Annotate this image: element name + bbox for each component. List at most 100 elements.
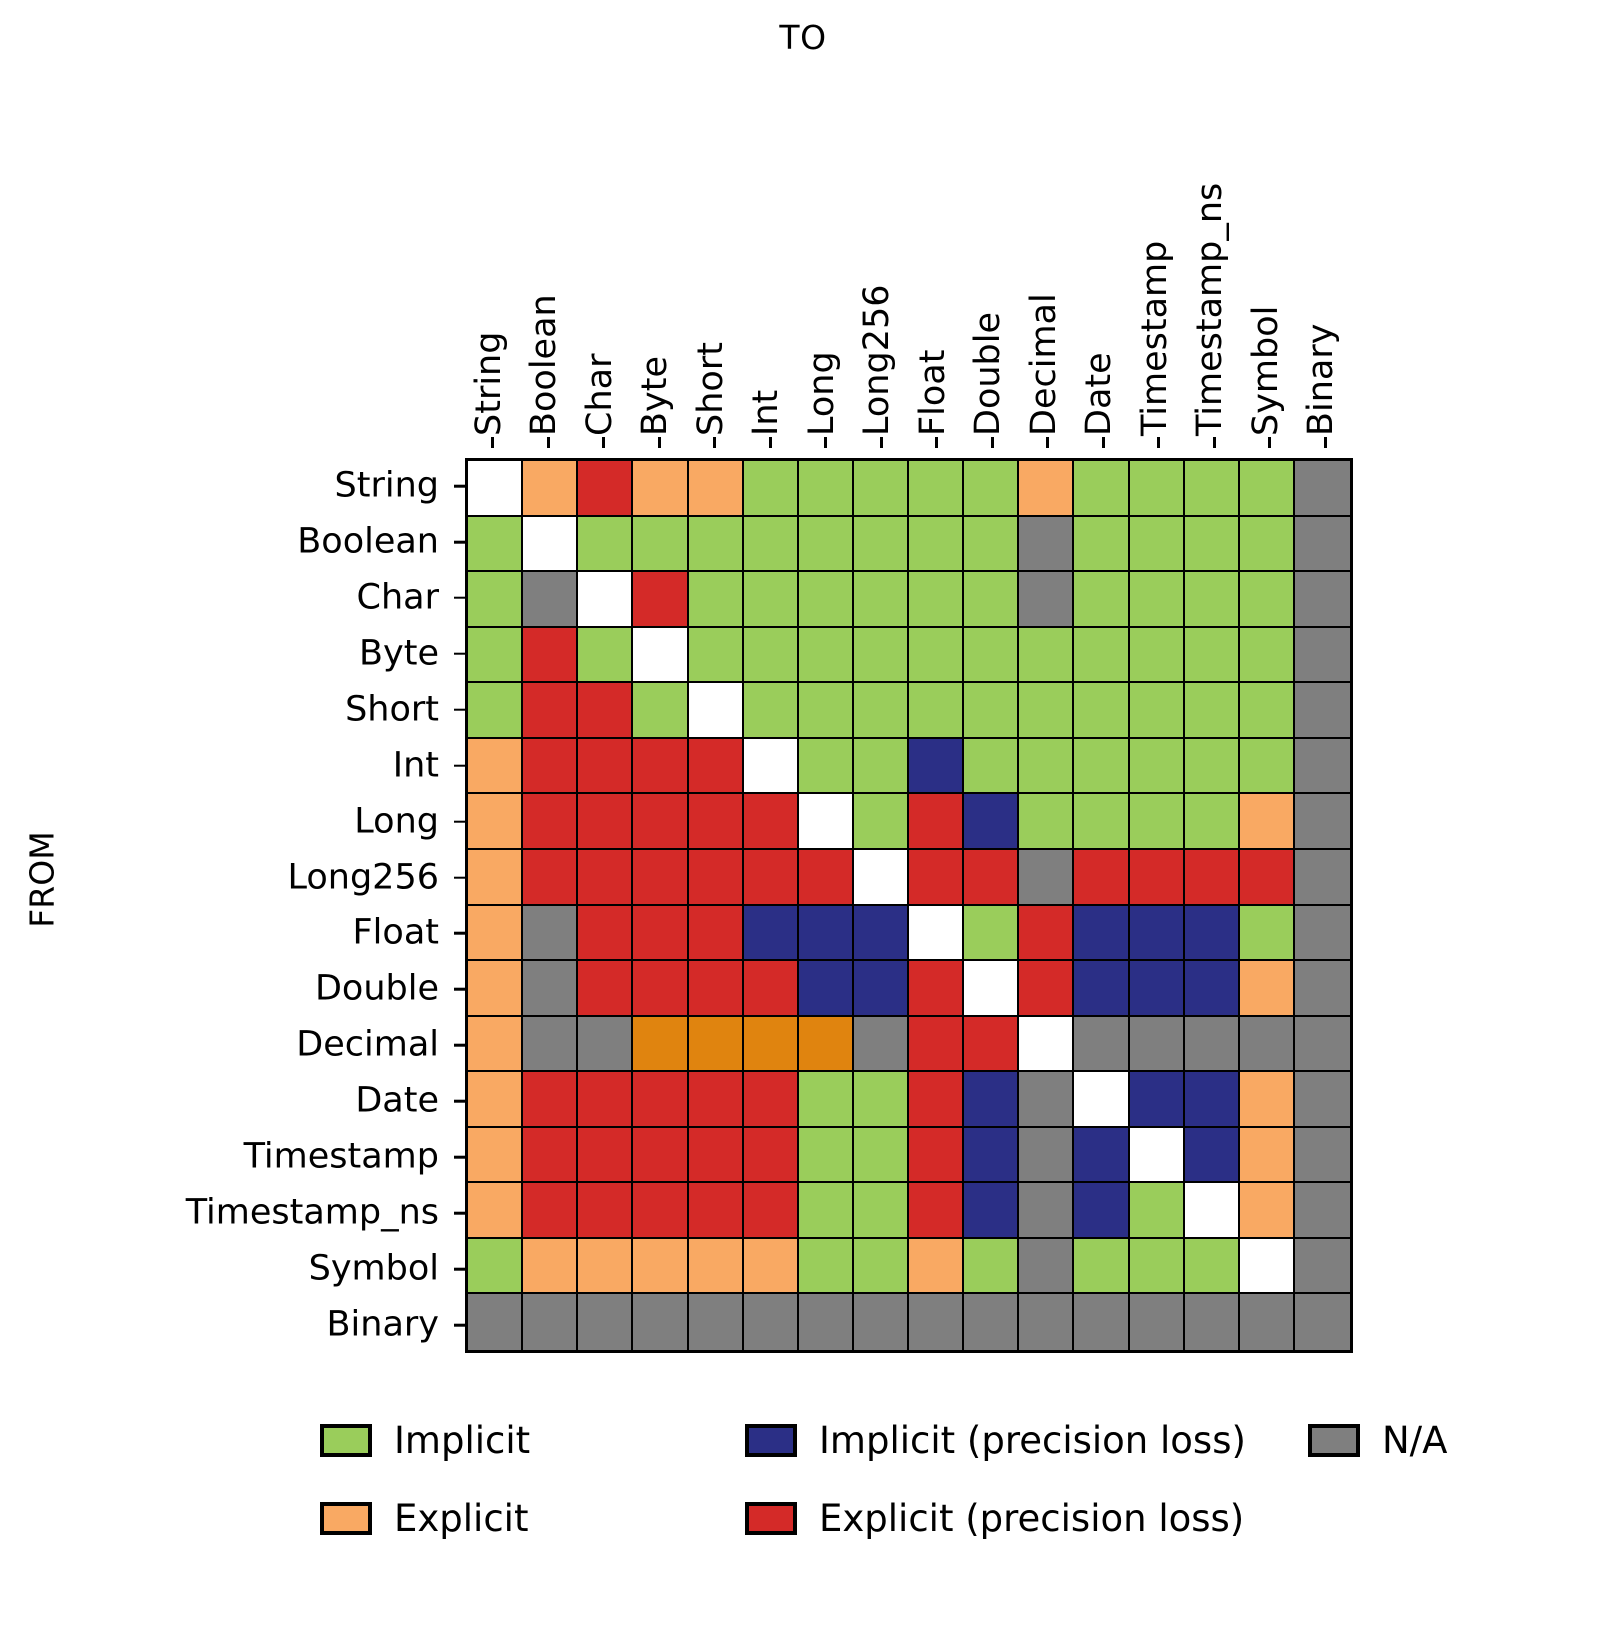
heatmap-cell	[853, 1072, 909, 1128]
heatmap-cell	[468, 1294, 524, 1350]
heatmap-cell	[964, 572, 1020, 628]
heatmap-cell	[468, 738, 524, 795]
heatmap-cell	[633, 905, 689, 962]
heatmap-cell	[1294, 683, 1350, 739]
heatmap-cell	[1294, 961, 1350, 1017]
heatmap-cell	[853, 1127, 909, 1184]
heatmap-cell	[909, 1127, 965, 1184]
heatmap-cell	[523, 1072, 579, 1128]
heatmap-cell	[909, 794, 965, 850]
column-tick	[879, 437, 883, 448]
heatmap-cell	[578, 1072, 634, 1128]
heatmap-cell	[1184, 461, 1240, 517]
heatmap-cell	[1294, 849, 1350, 906]
heatmap-cell	[743, 1016, 799, 1073]
to-axis-title: TO	[779, 18, 827, 57]
heatmap-cell	[909, 683, 965, 739]
heatmap-cell	[1239, 461, 1295, 517]
heatmap-cell	[1129, 1016, 1185, 1073]
legend-label-implicit: Implicit	[394, 1419, 531, 1462]
heatmap-cell	[688, 738, 744, 795]
heatmap-cell	[853, 961, 909, 1017]
heatmap-cell	[853, 1016, 909, 1073]
legend-swatch-implicit-loss	[745, 1424, 797, 1457]
heatmap-cell	[633, 683, 689, 739]
heatmap-cell	[1019, 627, 1075, 684]
heatmap-cell	[1074, 1072, 1130, 1128]
heatmap-cell	[853, 738, 909, 795]
heatmap-cell	[964, 683, 1020, 739]
heatmap-cell	[798, 849, 854, 906]
heatmap-cell	[853, 572, 909, 628]
heatmap-cell	[743, 572, 799, 628]
heatmap-cell	[1129, 683, 1185, 739]
row-label-timestamp: Timestamp	[243, 1136, 439, 1177]
heatmap-cell	[798, 1127, 854, 1184]
heatmap-cell	[798, 738, 854, 795]
heatmap-cell	[909, 905, 965, 962]
heatmap-cell	[1184, 1127, 1240, 1184]
heatmap-cell	[1019, 1183, 1075, 1239]
heatmap-cell	[633, 1127, 689, 1184]
heatmap-cell	[1019, 1016, 1075, 1073]
heatmap-cell	[578, 683, 634, 739]
heatmap-cell	[578, 572, 634, 628]
heatmap-cell	[1239, 849, 1295, 906]
heatmap-cell	[909, 516, 965, 573]
heatmap-cell	[743, 849, 799, 906]
heatmap-cell	[1184, 1238, 1240, 1295]
heatmap-cell	[1184, 683, 1240, 739]
column-label-short: Short	[690, 342, 731, 436]
heatmap-cell	[1184, 1183, 1240, 1239]
heatmap-cell	[909, 1016, 965, 1073]
heatmap-cell	[853, 1183, 909, 1239]
heatmap-cell	[853, 627, 909, 684]
column-tick	[491, 437, 495, 448]
column-label-date: Date	[1079, 352, 1120, 436]
heatmap-cell	[1294, 905, 1350, 962]
heatmap-cell	[1074, 905, 1130, 962]
heatmap-cell	[1019, 794, 1075, 850]
row-tick	[454, 1155, 465, 1159]
column-label-binary: Binary	[1301, 323, 1342, 436]
heatmap-cell	[1184, 1294, 1240, 1350]
column-tick	[1101, 437, 1105, 448]
heatmap-cell	[743, 794, 799, 850]
heatmap-cell	[523, 961, 579, 1017]
column-label-long: Long	[801, 351, 842, 436]
heatmap-cell	[909, 572, 965, 628]
heatmap-cell	[964, 905, 1020, 962]
heatmap-cell	[1074, 738, 1130, 795]
heatmap-cell	[468, 683, 524, 739]
row-tick	[454, 1044, 465, 1047]
heatmap-cell	[743, 461, 799, 517]
row-tick	[454, 820, 465, 823]
heatmap-cell	[1074, 1294, 1130, 1350]
legend-label-explicit: Explicit	[394, 1497, 529, 1540]
heatmap-cell	[1184, 516, 1240, 573]
row-label-boolean: Boolean	[297, 521, 439, 562]
heatmap-cell	[1239, 1072, 1295, 1128]
heatmap-cell	[853, 1294, 909, 1350]
heatmap-cell	[688, 461, 744, 517]
row-label-decimal: Decimal	[296, 1024, 439, 1065]
heatmap-cell	[1074, 1238, 1130, 1295]
heatmap-cell	[1294, 738, 1350, 795]
heatmap-cell	[1239, 572, 1295, 628]
row-tick	[454, 596, 465, 600]
heatmap-cell	[798, 1294, 854, 1350]
heatmap-cell	[468, 905, 524, 962]
column-label-double: Double	[968, 311, 1009, 436]
heatmap-cell	[468, 961, 524, 1017]
heatmap-cell	[1294, 1183, 1350, 1239]
heatmap-cell	[1184, 1016, 1240, 1073]
heatmap-cell	[798, 905, 854, 962]
heatmap-cell	[1074, 683, 1130, 739]
heatmap-cell	[688, 516, 744, 573]
heatmap-cell	[909, 961, 965, 1017]
heatmap-cell	[1074, 627, 1130, 684]
heatmap-cell	[688, 1183, 744, 1239]
column-tick	[546, 437, 550, 448]
heatmap-cell	[578, 461, 634, 517]
heatmap-cell	[798, 794, 854, 850]
